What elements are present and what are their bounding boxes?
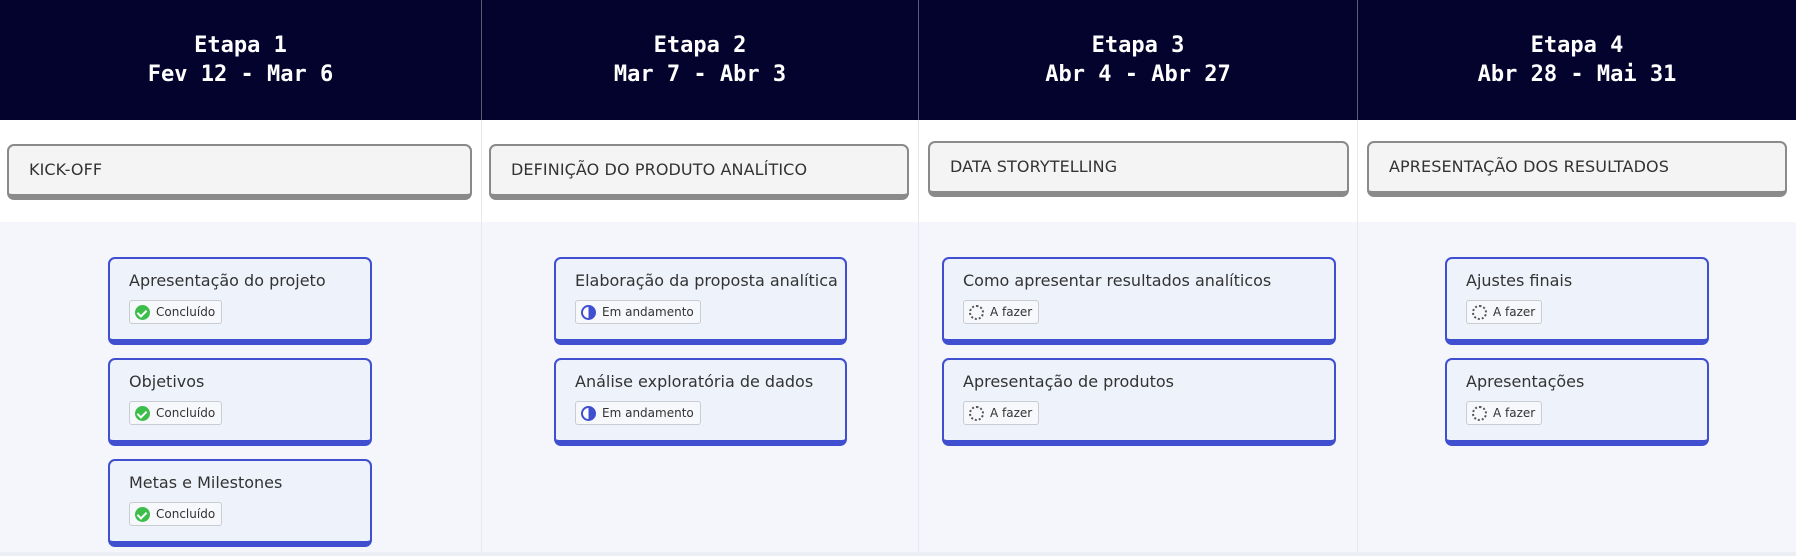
check-circle-icon <box>135 506 150 522</box>
stage-card-definicao[interactable]: DEFINIÇÃO DO PRODUTO ANALÍTICO <box>489 144 909 200</box>
column-dates: Abr 28 - Mai 31 <box>1477 62 1677 87</box>
task-title: Como apresentar resultados analíticos <box>963 271 1272 290</box>
task-title: Ajustes finais <box>1466 271 1573 290</box>
half-circle-icon <box>581 405 596 421</box>
task-title: Apresentação de produtos <box>963 372 1174 391</box>
header-divider <box>1357 0 1358 120</box>
column-header-etapa-3: Etapa 3 Abr 4 - Abr 27 <box>919 0 1357 120</box>
column-title: Etapa 2 <box>653 33 747 58</box>
dotted-circle-icon <box>969 405 984 421</box>
column-header-etapa-4: Etapa 4 Abr 28 - Mai 31 <box>1358 0 1796 120</box>
timeline-header <box>0 0 1796 120</box>
status-badge[interactable]: Em andamento <box>575 300 701 324</box>
status-label: A fazer <box>1493 406 1536 420</box>
task-card[interactable]: Apresentação de produtos A fazer <box>942 358 1336 446</box>
column-title: Etapa 3 <box>1091 33 1185 58</box>
status-label: A fazer <box>990 406 1033 420</box>
bottom-divider <box>0 552 1796 556</box>
column-dates: Mar 7 - Abr 3 <box>613 62 787 87</box>
status-label: Em andamento <box>602 305 694 319</box>
column-header-etapa-2: Etapa 2 Mar 7 - Abr 3 <box>482 0 918 120</box>
column-divider <box>1357 120 1358 552</box>
status-label: Concluído <box>156 305 216 319</box>
stage-label: DATA STORYTELLING <box>950 157 1118 176</box>
stage-label: APRESENTAÇÃO DOS RESULTADOS <box>1389 157 1669 176</box>
column-dates: Fev 12 - Mar 6 <box>147 62 334 87</box>
stage-card-data-storytelling[interactable]: DATA STORYTELLING <box>928 141 1349 197</box>
status-label: Em andamento <box>602 406 694 420</box>
stage-label: KICK-OFF <box>29 160 103 179</box>
task-card[interactable]: Metas e Milestones Concluído <box>108 459 372 547</box>
status-badge[interactable]: Concluído <box>129 300 223 324</box>
column-dates: Abr 4 - Abr 27 <box>1045 62 1231 87</box>
header-divider <box>918 0 919 120</box>
task-title: Objetivos <box>129 372 205 391</box>
status-label: Concluído <box>156 406 216 420</box>
dotted-circle-icon <box>969 304 984 320</box>
column-header-etapa-1: Etapa 1 Fev 12 - Mar 6 <box>0 0 481 120</box>
column-divider <box>918 120 919 552</box>
status-label: A fazer <box>990 305 1033 319</box>
task-title: Apresentação do projeto <box>129 271 326 290</box>
header-divider <box>481 0 482 120</box>
status-badge[interactable]: Concluído <box>129 401 223 425</box>
check-circle-icon <box>135 405 150 421</box>
status-badge[interactable]: Concluído <box>129 502 223 526</box>
column-title: Etapa 4 <box>1530 33 1624 58</box>
status-badge[interactable]: A fazer <box>1466 401 1543 425</box>
status-badge[interactable]: A fazer <box>963 300 1040 324</box>
stage-label: DEFINIÇÃO DO PRODUTO ANALÍTICO <box>511 160 808 179</box>
task-card[interactable]: Apresentações A fazer <box>1445 358 1709 446</box>
stage-card-kick-off[interactable]: KICK-OFF <box>7 144 472 200</box>
task-title: Metas e Milestones <box>129 473 283 492</box>
task-title: Elaboração da proposta analítica <box>575 271 838 290</box>
task-card[interactable]: Objetivos Concluído <box>108 358 372 446</box>
task-title: Apresentações <box>1466 372 1585 391</box>
status-label: Concluído <box>156 507 216 521</box>
task-card[interactable]: Elaboração da proposta analítica Em anda… <box>554 257 847 345</box>
column-divider <box>481 120 482 552</box>
status-badge[interactable]: Em andamento <box>575 401 701 425</box>
column-title: Etapa 1 <box>194 33 287 58</box>
stage-card-apresentacao[interactable]: APRESENTAÇÃO DOS RESULTADOS <box>1367 141 1787 197</box>
task-card[interactable]: Como apresentar resultados analíticos A … <box>942 257 1336 345</box>
status-badge[interactable]: A fazer <box>1466 300 1543 324</box>
task-card[interactable]: Ajustes finais A fazer <box>1445 257 1709 345</box>
task-card[interactable]: Análise exploratória de dados Em andamen… <box>554 358 847 446</box>
status-label: A fazer <box>1493 305 1536 319</box>
task-title: Análise exploratória de dados <box>575 372 814 391</box>
half-circle-icon <box>581 304 596 320</box>
status-badge[interactable]: A fazer <box>963 401 1040 425</box>
check-circle-icon <box>135 304 150 320</box>
dotted-circle-icon <box>1472 304 1487 320</box>
dotted-circle-icon <box>1472 405 1487 421</box>
task-card[interactable]: Apresentação do projeto Concluído <box>108 257 372 345</box>
